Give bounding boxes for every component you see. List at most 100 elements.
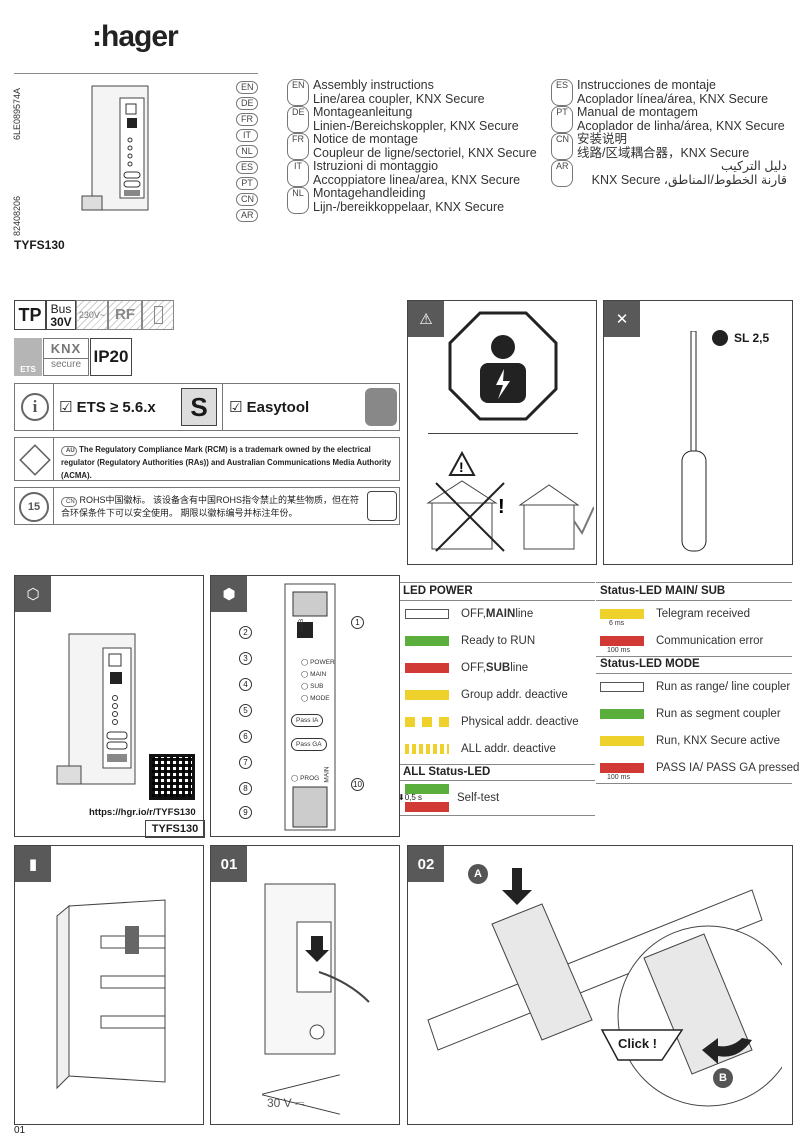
package-icon: ⬡ (15, 576, 51, 612)
article-number: 82408206 (12, 195, 22, 236)
language-codes: EN DE FR IT NL ES PT CN AR (236, 81, 258, 222)
led-swatch (405, 636, 449, 646)
lang-code: CN (61, 497, 77, 507)
subtitle: KNX Secure ،قارنة الخطوط/المناطق (591, 172, 787, 187)
device-detail-panel: ⬢ SUB MAIN ◯ POWER ◯ MAIN ◯ SUB ◯ MODE P… (210, 575, 400, 837)
led-row: OFF, MAIN line (403, 602, 533, 626)
subtitle: Coupleur de ligne/sectoriel, KNX Secure (313, 145, 537, 160)
subtitle: Acoplador de linha/área, KNX Secure (577, 118, 785, 133)
lang-code: CN (236, 193, 258, 206)
electrician-icon (448, 311, 558, 421)
ets-version: ☑ ETS ≥ 5.6.x (59, 399, 156, 416)
ets-version-text: ETS ≥ 5.6.x (76, 399, 156, 416)
qr-code[interactable] (149, 754, 195, 800)
lang-code: AR (551, 160, 573, 187)
lang-code: PT (551, 106, 573, 133)
subtitle: Acoplador línea/área, KNX Secure (577, 91, 769, 106)
led-swatch (600, 709, 644, 719)
selftest-green-swatch (405, 784, 449, 794)
prog-button[interactable]: ◯ PROG (291, 775, 320, 782)
led-swatch: 6 ms (600, 609, 644, 627)
led-row: OFF, SUB line (403, 656, 528, 680)
voltage-label: 30 V ⎓ (267, 1096, 305, 1110)
subtitle: Accoppiatore linea/area, KNX Secure (313, 172, 521, 187)
house-install-illustration: ! ! (426, 450, 594, 552)
slot-screwdriver-icon (712, 330, 728, 346)
info-icon: i (21, 393, 49, 421)
lang-code: IT (236, 129, 258, 142)
click-label: Click ! (618, 1036, 658, 1051)
rcm-icon (19, 444, 51, 476)
main-led-label: ◯ MAIN (301, 671, 327, 678)
device-front-drawing (284, 583, 336, 831)
led-swatch (405, 744, 449, 754)
rcm-box: AU The Regulatory Compliance Mark (RCM) … (14, 437, 400, 481)
rohs-text: ROHS中国徽标。 该设备含有中国ROHS指令禁止的某些物质，但在符合环保条件下… (61, 495, 360, 518)
lang-code: CN (551, 133, 573, 160)
product-name: TYFS130 (14, 238, 65, 252)
cabinet-panel: ▮ (14, 845, 204, 1125)
step-number: 01 (211, 846, 247, 882)
title: دليل التركيب (720, 159, 787, 173)
din-rail-mount-illustration (427, 868, 782, 1107)
title: Assembly instructions (313, 78, 434, 92)
easytool: ☑ Easytool (229, 399, 310, 416)
subtitle: Line/area coupler, KNX Secure (313, 91, 485, 106)
callout-3: 3 (239, 652, 252, 665)
selftest-time: ⬇0,5 s (398, 793, 423, 802)
sub-led-label: ◯ SUB (301, 683, 324, 690)
led-swatch: 100 ms (600, 636, 644, 654)
main-port-label: MAIN (323, 766, 331, 783)
callout-2: 2 (239, 626, 252, 639)
lang-code: NL (287, 187, 309, 214)
ets-logo-icon: ETS (14, 338, 42, 376)
svg-text:!: ! (459, 459, 464, 475)
lang-code: AR (236, 209, 258, 222)
led-swatch (405, 663, 449, 673)
lang-code: EN (236, 81, 258, 94)
led-row: Run as range/ line coupler (598, 675, 790, 699)
rcm-text: The Regulatory Compliance Mark (RCM) is … (61, 445, 392, 480)
led-row: ALL addr. deactive (403, 737, 556, 761)
title: Montageanleitung (313, 105, 413, 119)
rf-label: RF (108, 300, 142, 330)
callout-8: 8 (239, 782, 252, 795)
electrician-warning-icon: ⚠ (408, 301, 444, 337)
led-power-title: LED POWER (403, 585, 473, 597)
lang-code: EN (287, 79, 309, 106)
knx-text: KNX (50, 341, 82, 356)
software-box: i ☑ ETS ≥ 5.6.x S ☑ Easytool (14, 383, 400, 431)
title: 安装说明 (577, 132, 628, 146)
lang-code: FR (236, 113, 258, 126)
subtitle: Linien-/Bereichskoppler, KNX Secure (313, 118, 519, 133)
led-swatch (405, 690, 449, 700)
bus-label: Bus (50, 302, 72, 316)
led-swatch: 100 ms (600, 763, 644, 781)
pass-ga-button[interactable]: Pass GA (291, 738, 327, 751)
rohs-box: 15 CN ROHS中国徽标。 该设备含有中国ROHS指令禁止的某些物质，但在符… (14, 487, 400, 525)
product-drawing-large (56, 633, 136, 785)
qualified-personnel-panel: ⚠ ! ! (407, 300, 597, 565)
title: Notice de montage (313, 132, 418, 146)
product-overview-panel: ⬡ https://hgr.io/r/TYFS130 TYFS130 (14, 575, 205, 838)
document-code: 6LE089574A (12, 87, 22, 140)
step-02-panel: 02 A B Click ! (407, 845, 793, 1125)
pass-ia-button[interactable]: Pass IA (291, 714, 324, 727)
all-led-title: ALL Status-LED (403, 766, 491, 778)
screwdriver-icon (681, 331, 707, 552)
callout-1: 1 (351, 616, 364, 629)
lang-code: IT (287, 160, 309, 187)
qr-url[interactable]: https://hgr.io/r/TYFS130 (89, 807, 196, 818)
lang-code: DE (236, 97, 258, 110)
subtitle: Lijn-/bereikkoppelaar, KNX Secure (313, 199, 505, 214)
step-01-panel: 01 30 V ⎓ (210, 845, 400, 1125)
230v-label: 230V~ (76, 300, 108, 330)
network-icon: ⬢ (211, 576, 247, 612)
bus-voltage: 30V (50, 315, 72, 329)
divider (14, 73, 258, 74)
